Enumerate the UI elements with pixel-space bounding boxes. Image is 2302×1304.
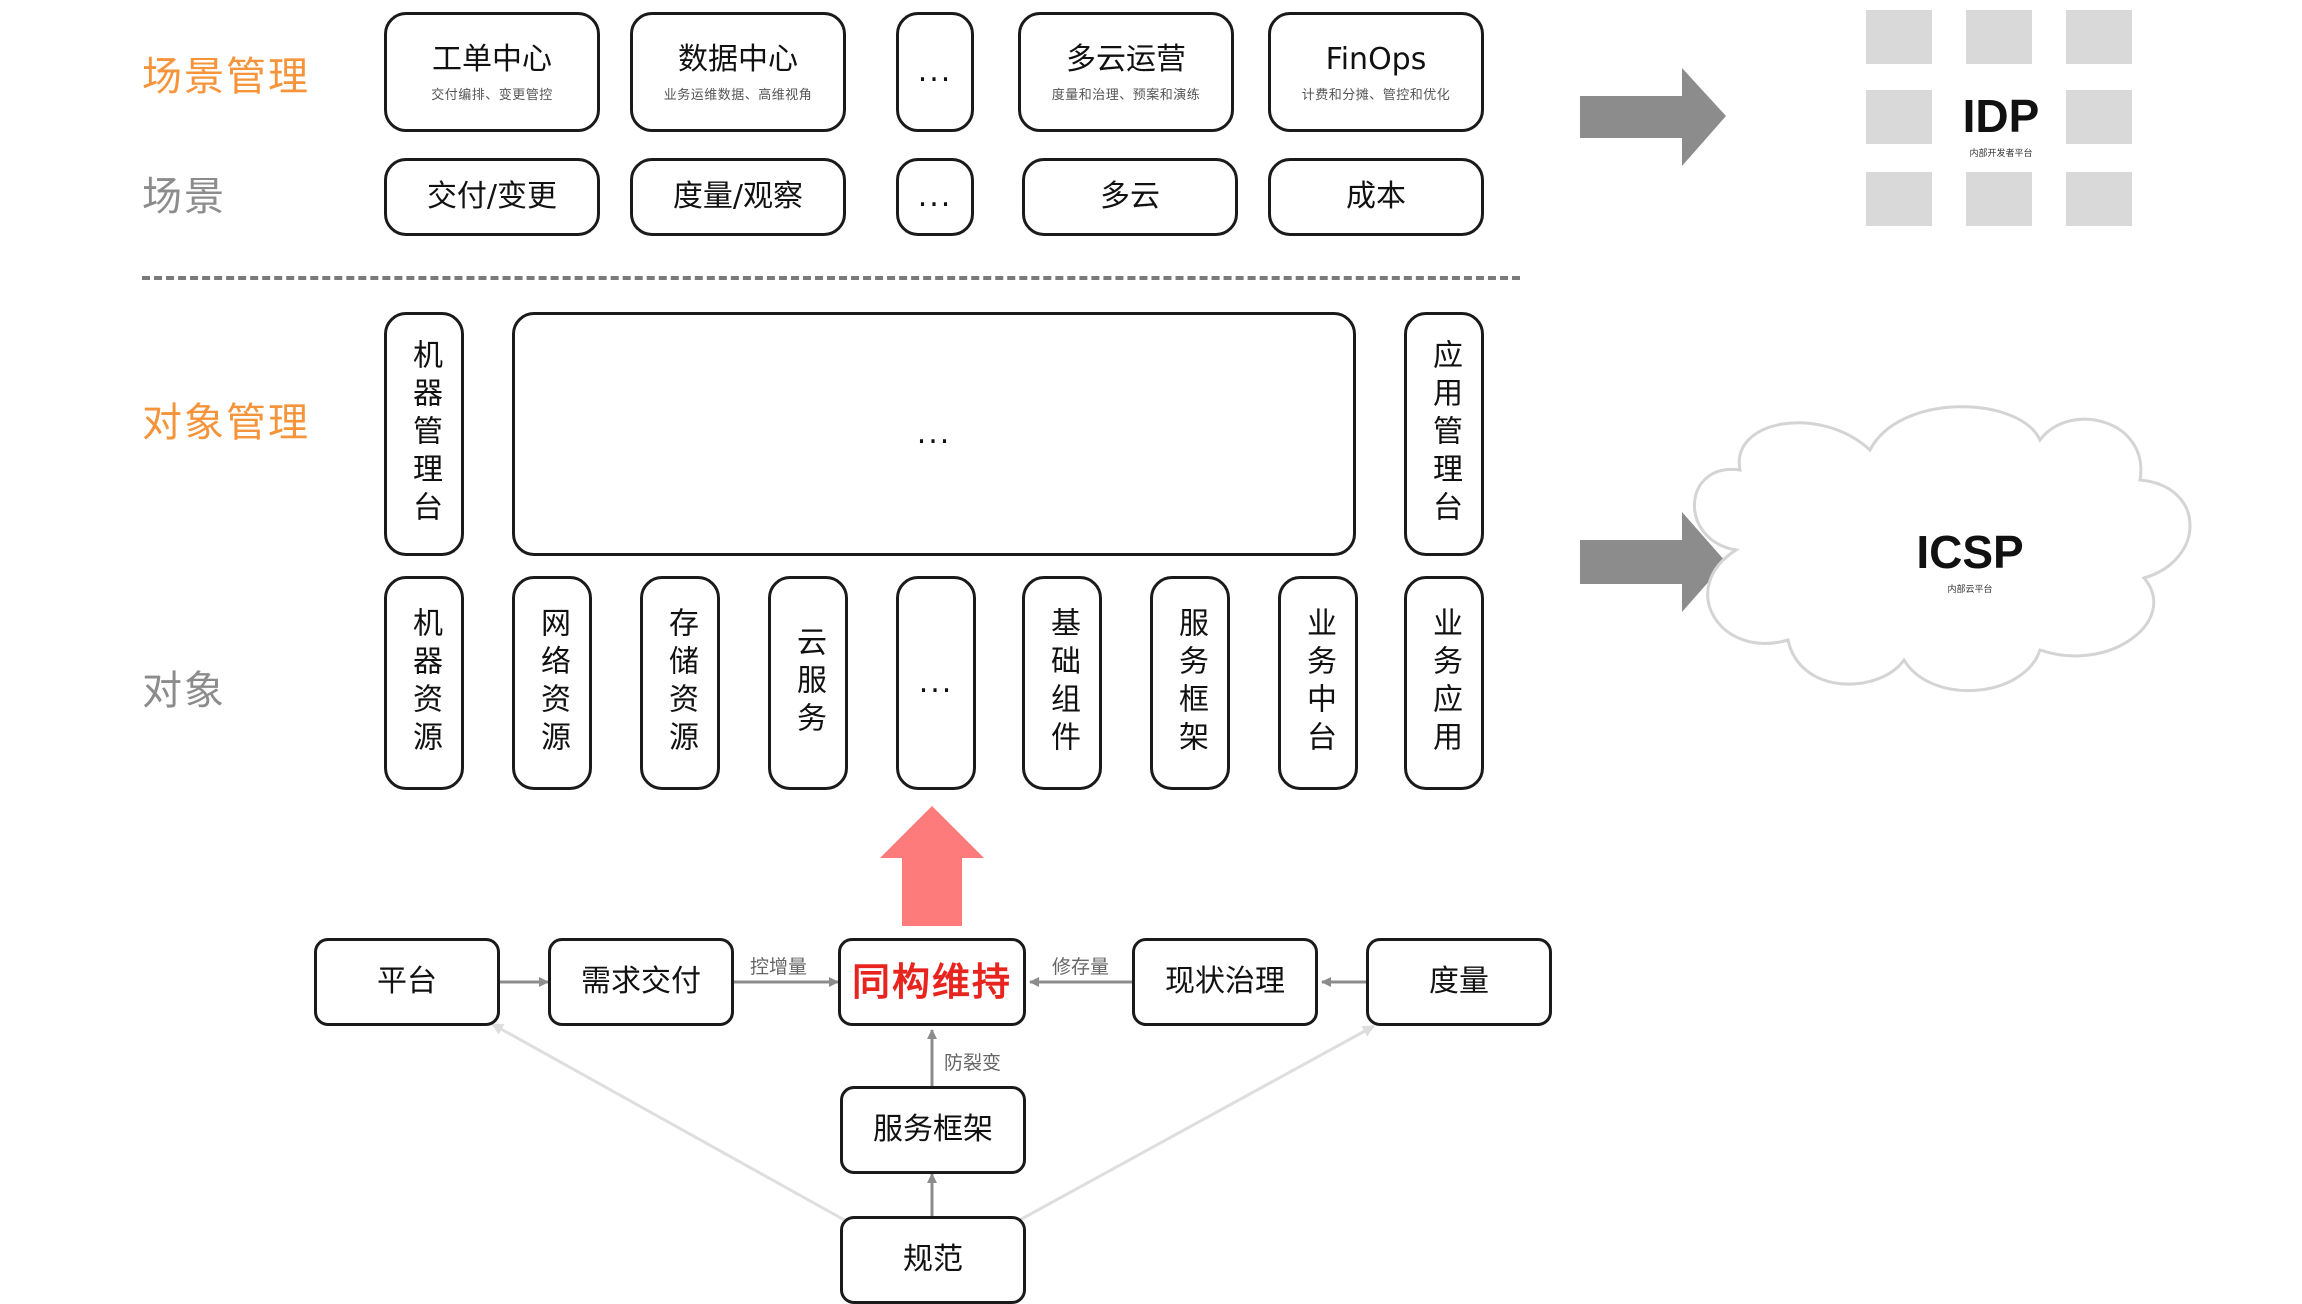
box-machine-console: 机器管理台 — [384, 312, 464, 556]
box-subtitle: 计费和分摊、管控和优化 — [1301, 87, 1451, 103]
arrow-spec-to-measure — [1015, 1024, 1375, 1224]
box-title: 机器资源 — [407, 607, 442, 759]
idp-title: IDP — [1962, 90, 2040, 142]
box-app-console: 应用管理台 — [1404, 312, 1484, 556]
box-cloud-service: 云服务 — [768, 576, 848, 790]
idp-subtitle: 内部开发者平台 — [1969, 149, 2033, 159]
box-finops: FinOps 计费和分摊、管控和优化 — [1268, 12, 1484, 132]
icsp-title: ICSP — [1916, 526, 2024, 578]
box-ticket-center: 工单中心 交付编排、变更管控 — [384, 12, 600, 132]
box-title: 现状治理 — [1165, 964, 1285, 999]
box-object-mgmt-ellipsis: ... — [512, 312, 1356, 556]
box-subtitle: 业务运维数据、高维视角 — [663, 87, 813, 103]
box-title: 应用管理台 — [1427, 339, 1462, 529]
box-title: 度量 — [1429, 964, 1489, 999]
idp-tile — [1866, 172, 1932, 226]
idp-tile — [1966, 172, 2032, 226]
edge-label-control-increment: 控增量 — [748, 952, 810, 979]
box-isomorphic-maintain: 同构维持 — [838, 938, 1026, 1026]
cloud-shape — [1693, 405, 2192, 693]
box-service-framework: 服务框架 — [1150, 576, 1230, 790]
box-title: 业务中台 — [1301, 607, 1336, 759]
box-scene-ellipsis: ... — [896, 158, 974, 236]
box-title: 数据中心 — [678, 41, 798, 77]
box-title: 基础组件 — [1045, 607, 1080, 759]
label-object-management: 对象管理 — [142, 400, 310, 446]
box-title: 同构维持 — [851, 960, 1012, 1004]
box-title: 成本 — [1346, 179, 1406, 214]
box-title: 网络资源 — [535, 607, 570, 759]
box-scene-mgmt-ellipsis: ... — [896, 12, 974, 132]
box-title: 规范 — [903, 1242, 963, 1277]
box-network-resource: 网络资源 — [512, 576, 592, 790]
box-title: 云服务 — [791, 626, 826, 740]
box-subtitle: 交付编排、变更管控 — [431, 87, 553, 103]
box-base-component: 基础组件 — [1022, 576, 1102, 790]
box-demand-delivery: 需求交付 — [548, 938, 734, 1026]
box-object-ellipsis: ... — [896, 576, 976, 790]
box-framework: 服务框架 — [840, 1086, 1026, 1174]
box-measure-observe: 度量/观察 — [630, 158, 846, 236]
ellipsis-text: ... — [917, 179, 953, 214]
idp-tile — [1866, 90, 1932, 144]
box-specification: 规范 — [840, 1216, 1026, 1304]
box-platform: 平台 — [314, 938, 500, 1026]
box-business-app: 业务应用 — [1404, 576, 1484, 790]
idp-tile — [2066, 172, 2132, 226]
box-title: 存储资源 — [663, 607, 698, 759]
icsp-subtitle: 内部云平台 — [1947, 585, 1993, 595]
box-cost: 成本 — [1268, 158, 1484, 236]
box-title: 工单中心 — [432, 41, 552, 77]
ellipsis-text: ... — [918, 665, 954, 700]
gray-arrow-to-icsp — [1580, 512, 1726, 612]
dashed-separator — [142, 276, 1520, 280]
box-title: 度量/观察 — [672, 179, 804, 214]
box-title: 服务框架 — [1173, 607, 1208, 759]
ellipsis-text: ... — [916, 416, 952, 451]
box-title: 平台 — [377, 964, 437, 999]
box-title: 需求交付 — [581, 964, 701, 999]
box-subtitle: 度量和治理、预案和演练 — [1051, 87, 1201, 103]
box-business-middle-platform: 业务中台 — [1278, 576, 1358, 790]
box-title: 机器管理台 — [407, 339, 442, 529]
box-title: 服务框架 — [873, 1112, 993, 1147]
red-up-arrow — [880, 806, 984, 926]
ellipsis-text: ... — [917, 54, 953, 89]
idp-grid: IDP 内部开发者平台 — [1866, 10, 2134, 226]
edge-label-fix-stock: 修存量 — [1050, 952, 1112, 979]
idp-tile — [2066, 90, 2132, 144]
box-data-center: 数据中心 业务运维数据、高维视角 — [630, 12, 846, 132]
edge-label-anti-split: 防裂变 — [942, 1048, 1004, 1075]
idp-tile — [2066, 10, 2132, 64]
box-multicloud: 多云 — [1022, 158, 1238, 236]
box-measure: 度量 — [1366, 938, 1552, 1026]
idp-tile — [1966, 10, 2032, 64]
label-scene: 场景 — [142, 174, 226, 220]
box-title: FinOps — [1325, 41, 1427, 77]
box-title: 业务应用 — [1427, 607, 1462, 759]
idp-tile — [1866, 10, 1932, 64]
box-status-governance: 现状治理 — [1132, 938, 1318, 1026]
label-object: 对象 — [142, 668, 226, 714]
gray-arrow-to-idp — [1580, 68, 1726, 166]
box-storage-resource: 存储资源 — [640, 576, 720, 790]
arrow-spec-to-platform — [491, 1022, 849, 1224]
box-multicloud-ops: 多云运营 度量和治理、预案和演练 — [1018, 12, 1234, 132]
box-title: 交付/变更 — [426, 179, 558, 214]
label-scene-management: 场景管理 — [142, 54, 310, 100]
box-delivery-change: 交付/变更 — [384, 158, 600, 236]
box-machine-resource: 机器资源 — [384, 576, 464, 790]
box-title: 多云 — [1100, 179, 1160, 214]
box-title: 多云运营 — [1066, 41, 1186, 77]
